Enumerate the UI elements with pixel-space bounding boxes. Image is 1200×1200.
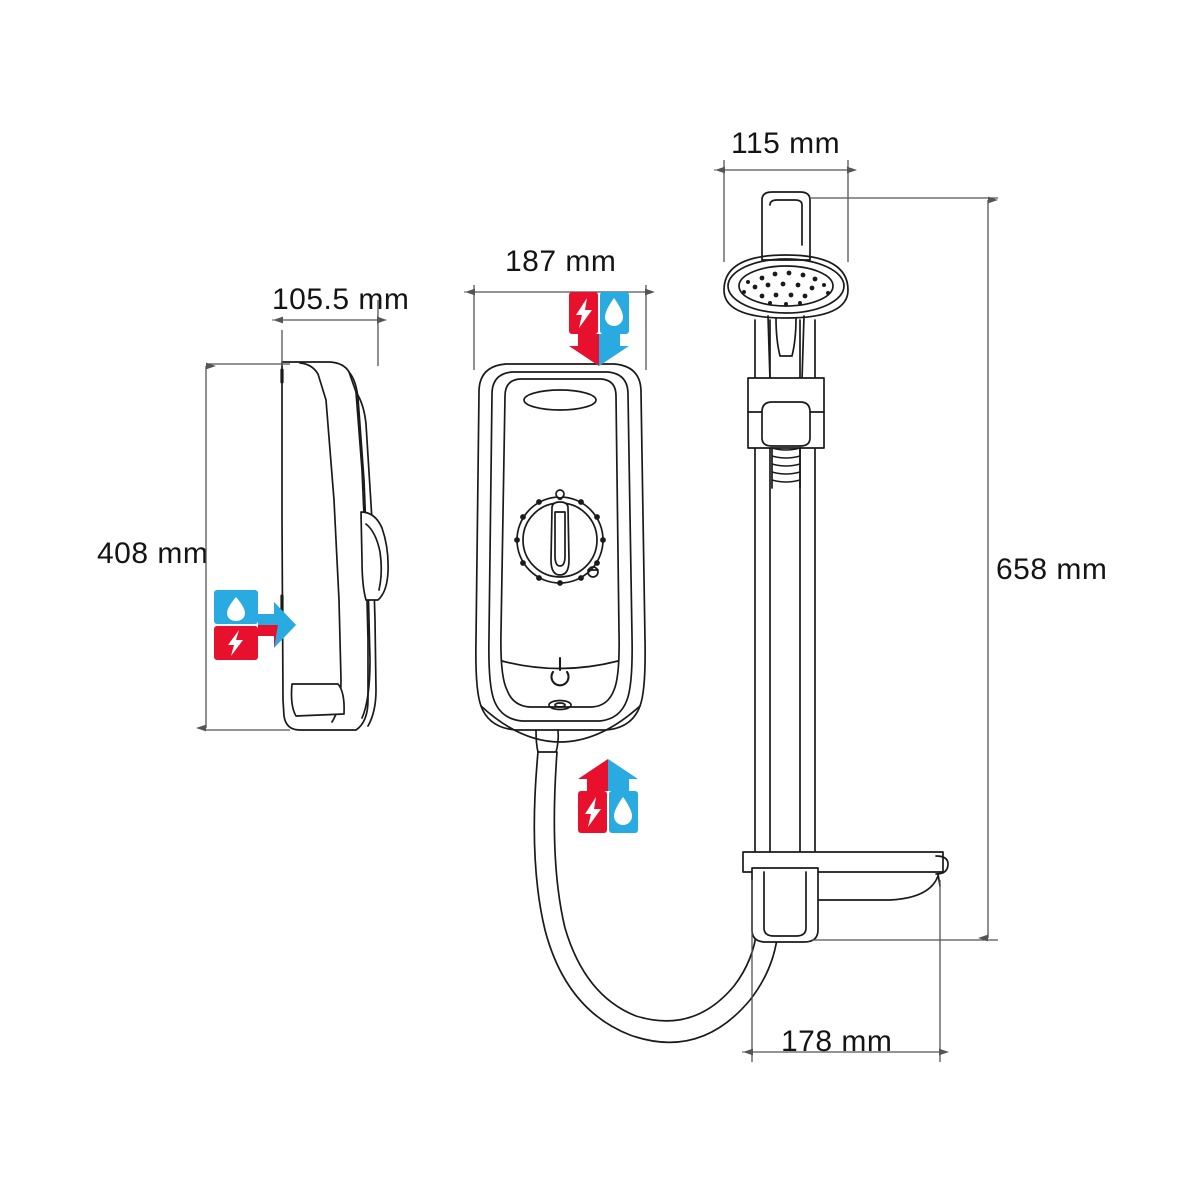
rotary-control-dial (514, 489, 606, 586)
dimension-line-depth-side (272, 300, 387, 366)
power-button-icon (550, 656, 570, 687)
lightning-bolt-icon (585, 797, 601, 827)
water-droplet-icon (227, 597, 245, 621)
lightning-bolt-icon (228, 630, 243, 656)
dimension-line-tray-width (742, 880, 949, 1062)
lightning-bolt-icon (576, 298, 592, 328)
dimension-label-width-front: 187 mm (505, 245, 617, 278)
water-droplet-icon (605, 298, 623, 326)
dimension-label-depth-side: 105.5 mm (272, 283, 410, 316)
dimension-line-riser-height (810, 196, 998, 942)
dimension-label-riser-height: 658 mm (996, 553, 1108, 586)
dimension-line-head-width (714, 160, 857, 262)
dimension-line-height-side (196, 362, 290, 732)
side-view-body (280, 361, 389, 731)
service-icon-electric-water-up (575, 757, 641, 835)
riser-rail-assembly (723, 191, 949, 943)
dimension-label-height-side: 408 mm (97, 537, 209, 570)
water-droplet-icon (614, 797, 632, 825)
service-icon-water-electric-right (212, 588, 298, 662)
dimension-label-head-width: 115 mm (731, 127, 841, 160)
flexible-hose (533, 751, 779, 1044)
service-icon-electric-water-down (566, 290, 632, 368)
